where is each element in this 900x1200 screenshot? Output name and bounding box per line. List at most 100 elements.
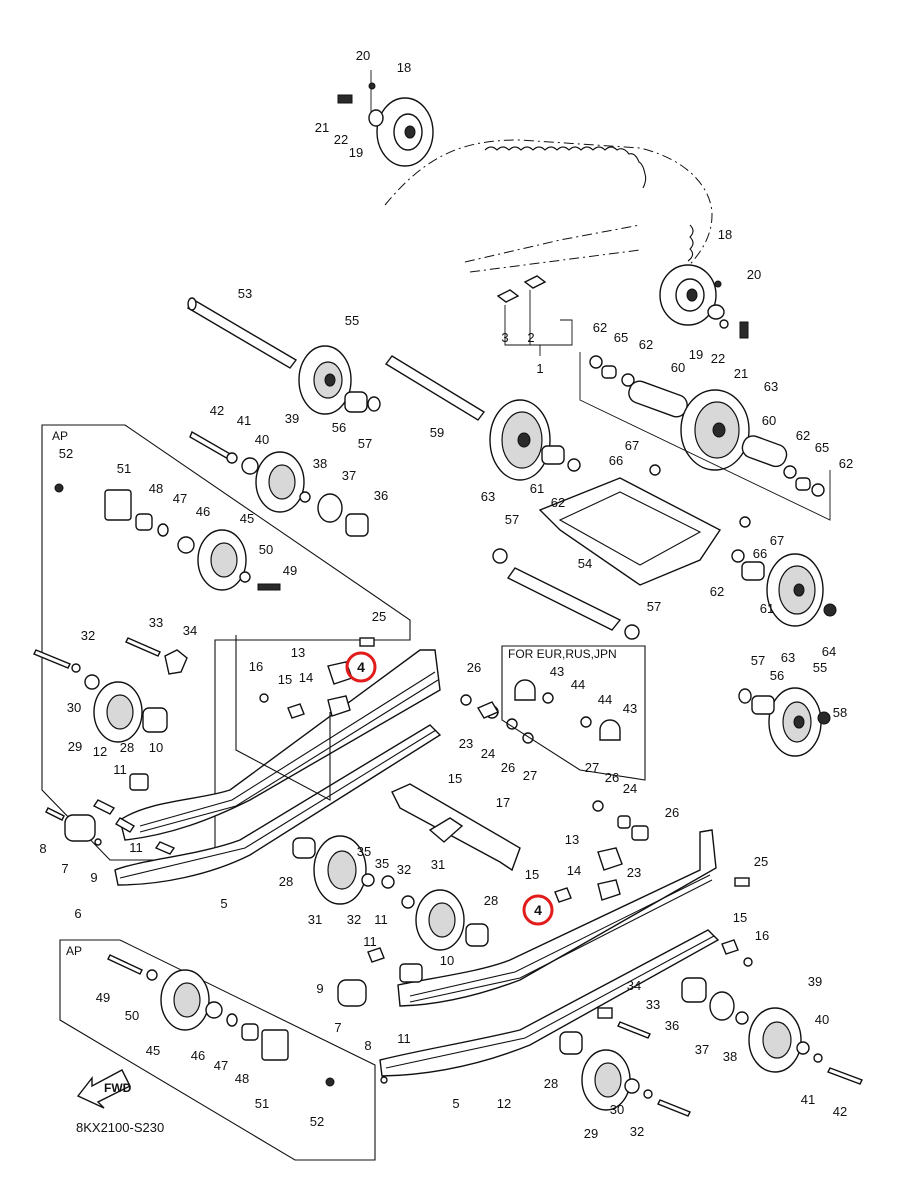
callout-62: 62 (551, 495, 565, 510)
callout-18: 18 (397, 60, 411, 75)
shaft-59 (384, 355, 486, 421)
callout-19: 19 (689, 347, 703, 362)
track-outline (384, 139, 713, 286)
callout-12: 12 (497, 1096, 511, 1111)
callout-23: 23 (627, 865, 641, 880)
bracket-2-3 (496, 275, 573, 356)
callout-65: 65 (815, 440, 829, 455)
callout-3: 3 (501, 330, 508, 345)
callout-28: 28 (120, 740, 134, 755)
callout-62: 62 (593, 320, 607, 335)
callout-32: 32 (81, 628, 95, 643)
callout-36: 36 (374, 488, 388, 503)
callout-34: 34 (183, 623, 197, 638)
callout-57: 57 (647, 599, 661, 614)
callout-36: 36 (665, 1018, 679, 1033)
callout-14: 14 (567, 863, 581, 878)
callout-7: 7 (334, 1020, 341, 1035)
ap-box-top: AP (41, 424, 411, 861)
callout-32: 32 (397, 862, 411, 877)
rear-arm-frame (538, 464, 751, 586)
callout-5: 5 (220, 896, 227, 911)
callout-34: 34 (627, 978, 641, 993)
callout-12: 12 (93, 744, 107, 759)
svg-text:4: 4 (357, 659, 365, 675)
callout-numbers: 20 18 21 22 19 18 20 19 22 21 3 2 1 53 5… (39, 48, 853, 1141)
callout-51: 51 (117, 461, 131, 476)
callout-16: 16 (755, 928, 769, 943)
spacer-56-57 (344, 391, 381, 413)
callout-17: 17 (496, 795, 510, 810)
ap-label-bottom: AP (66, 944, 82, 958)
callout-27: 27 (523, 768, 537, 783)
callout-67: 67 (770, 533, 784, 548)
callout-23: 23 (459, 736, 473, 751)
callout-30: 30 (67, 700, 81, 715)
callout-11: 11 (374, 912, 388, 927)
callout-62: 62 (639, 337, 653, 352)
callout-57: 57 (751, 653, 765, 668)
callout-22: 22 (711, 351, 725, 366)
slide-rail-left (114, 649, 442, 886)
callout-9: 9 (316, 981, 323, 996)
fwd-arrow-icon: FWD (76, 1069, 132, 1109)
wheel-39-upper (189, 430, 369, 537)
callout-15: 15 (448, 771, 462, 786)
callout-15: 15 (733, 910, 747, 925)
cross-bar-17 (391, 783, 521, 872)
callout-15: 15 (525, 867, 539, 882)
callout-11: 11 (129, 840, 143, 855)
callout-51: 51 (255, 1096, 269, 1111)
callout-35: 35 (357, 844, 371, 859)
callout-8: 8 (39, 841, 46, 856)
callout-14: 14 (299, 670, 313, 685)
callout-10: 10 (440, 953, 454, 968)
callout-26: 26 (665, 805, 679, 820)
svg-text:4: 4 (534, 902, 542, 918)
callout-62: 62 (839, 456, 853, 471)
callout-32: 32 (630, 1124, 644, 1139)
callout-16: 16 (249, 659, 263, 674)
callout-62: 62 (710, 584, 724, 599)
callout-2: 2 (527, 330, 534, 345)
callout-45: 45 (240, 511, 254, 526)
callout-22: 22 (334, 132, 348, 147)
callout-20: 20 (747, 267, 761, 282)
callout-56: 56 (332, 420, 346, 435)
callout-29: 29 (584, 1126, 598, 1141)
wheel-31-center (292, 835, 489, 951)
callout-60: 60 (671, 360, 685, 375)
callout-50: 50 (259, 542, 273, 557)
callout-67: 67 (625, 438, 639, 453)
callout-38: 38 (313, 456, 327, 471)
callout-31: 31 (308, 912, 322, 927)
callout-24: 24 (481, 746, 495, 761)
callout-40: 40 (815, 1012, 829, 1027)
callout-50: 50 (125, 1008, 139, 1023)
callout-47: 47 (173, 491, 187, 506)
callout-52: 52 (59, 446, 73, 461)
wheel-55-left (298, 345, 352, 415)
wheel-29-left (33, 637, 188, 743)
shaft-54 (492, 548, 640, 640)
ap-label-top: AP (52, 429, 68, 443)
callout-58: 58 (833, 705, 847, 720)
callout-11: 11 (397, 1031, 411, 1046)
callout-53: 53 (238, 286, 252, 301)
wheel-55-right (738, 687, 831, 757)
callout-1: 1 (536, 361, 543, 376)
callout-61: 61 (530, 481, 544, 496)
idler-wheel-18-right (659, 264, 749, 339)
callout-19: 19 (349, 145, 363, 160)
callout-59: 59 (430, 425, 444, 440)
callout-49: 49 (96, 990, 110, 1005)
callout-63: 63 (481, 489, 495, 504)
callout-37: 37 (342, 468, 356, 483)
callout-43: 43 (623, 701, 637, 716)
callout-45: 45 (146, 1043, 160, 1058)
callout-25: 25 (754, 854, 768, 869)
callout-33: 33 (149, 615, 163, 630)
callout-21: 21 (315, 120, 329, 135)
callout-60: 60 (762, 413, 776, 428)
